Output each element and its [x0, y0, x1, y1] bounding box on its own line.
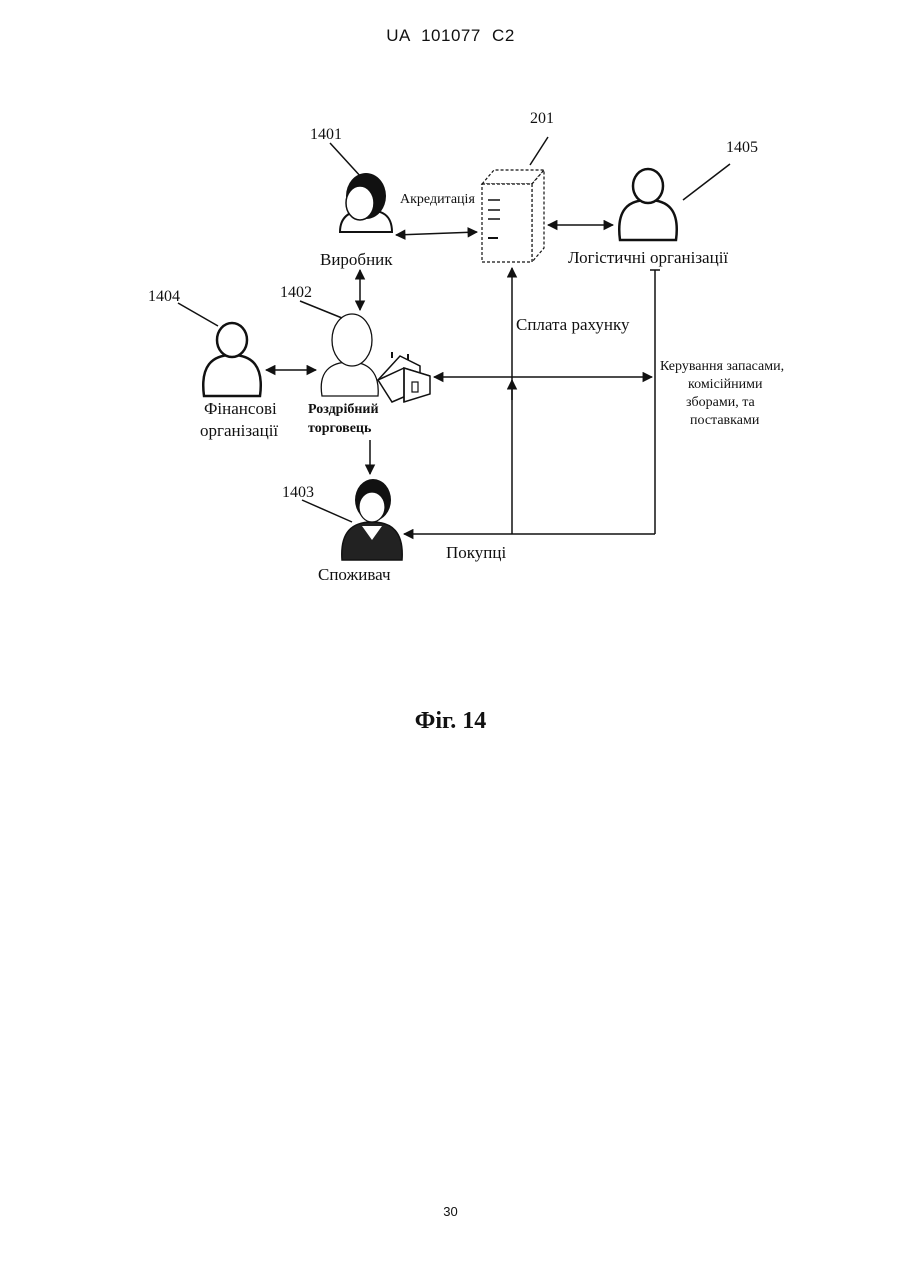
retailer-person-icon — [321, 314, 378, 396]
store-building-icon — [378, 352, 430, 402]
producer-ref: 1401 — [310, 126, 342, 143]
inventory-label-line4: поставками — [690, 413, 760, 428]
arrow-producer-server — [396, 232, 477, 235]
financial-ref: 1404 — [148, 288, 180, 305]
consumer-person-icon — [342, 479, 402, 560]
producer-person-icon — [340, 173, 392, 232]
consumer-label: Споживач — [318, 565, 391, 584]
server-icon — [482, 170, 544, 262]
consumer-ref-leader — [302, 500, 352, 522]
financial-label-line2: організації — [200, 421, 278, 440]
inventory-label-line2: комісійними — [688, 377, 763, 392]
retailer-label-line1: Роздрібний — [308, 402, 379, 417]
retailer-ref-leader — [300, 301, 342, 318]
bill-payment-label: Сплата рахунку — [516, 315, 630, 334]
logistics-ref-leader — [683, 164, 730, 200]
logistics-person-icon — [619, 169, 677, 240]
producer-label: Виробник — [320, 250, 393, 269]
logistics-ref: 1405 — [726, 139, 758, 156]
financial-ref-leader — [178, 303, 218, 326]
consumer-ref: 1403 — [282, 484, 314, 501]
logistics-label: Логістичні організації — [568, 248, 728, 267]
inventory-label-line3: зборами, та — [686, 395, 756, 410]
accreditation-label: Акредитація — [400, 192, 475, 207]
producer-ref-leader — [330, 143, 362, 178]
ecosystem-diagram: 1401 Виробник 201 1405 Логістичні органі… — [0, 0, 901, 700]
page-number: 30 — [0, 1204, 901, 1219]
server-ref-leader — [530, 137, 548, 165]
financial-person-icon — [203, 323, 261, 396]
financial-label-line1: Фінансові — [204, 399, 277, 418]
retailer-label-line2: торговець — [308, 421, 372, 436]
inventory-label-line1: Керування запасами, — [660, 359, 784, 374]
figure-caption: Фіг. 14 — [0, 708, 901, 735]
server-ref: 201 — [530, 110, 554, 127]
purchases-label: Покупці — [446, 543, 506, 562]
retailer-ref: 1402 — [280, 284, 312, 301]
